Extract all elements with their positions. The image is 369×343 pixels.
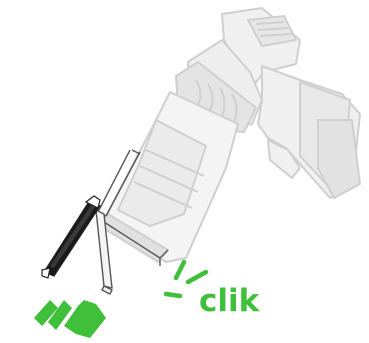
push-arrow-icon bbox=[34, 300, 106, 338]
clik-sound-label: clik bbox=[199, 283, 260, 319]
bin-lid-part bbox=[41, 195, 101, 279]
sound-marks-icon bbox=[163, 259, 209, 299]
bin-body bbox=[99, 91, 239, 263]
bin-door bbox=[95, 209, 113, 295]
cyclone-assembly bbox=[175, 39, 263, 133]
bin-outline bbox=[97, 149, 169, 266]
